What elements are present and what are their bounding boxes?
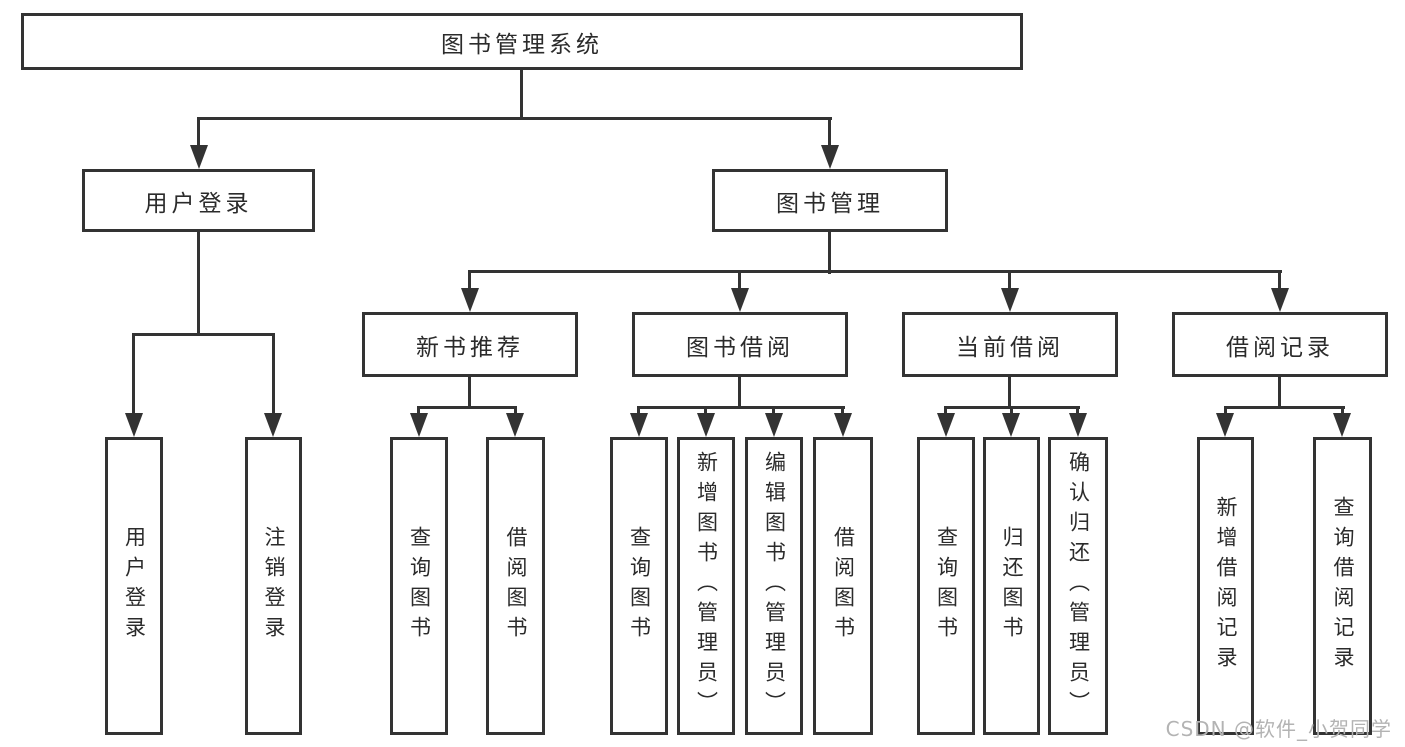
connector-line: [1076, 408, 1079, 416]
connector-line: [1278, 377, 1281, 409]
arrow-down-icon: [630, 413, 648, 437]
connector-line: [944, 406, 1080, 409]
connector-line: [197, 232, 200, 336]
leaf-logout-label: 注销登录: [262, 526, 287, 646]
node-user-login: 用户登录: [82, 169, 315, 232]
leaf-edit-books-admin: 编辑图书（管理员）: [745, 437, 803, 735]
arrow-down-icon: [125, 413, 143, 437]
arrow-down-icon: [1069, 413, 1087, 437]
node-book-borrow-label: 图书借阅: [686, 334, 794, 361]
connector-line: [841, 408, 844, 416]
node-root: 图书管理系统: [21, 13, 1023, 70]
leaf-borrow-books: 借阅图书: [813, 437, 873, 735]
leaf-confirm-return-admin: 确认归还（管理员）: [1048, 437, 1108, 735]
arrow-down-icon: [1001, 288, 1019, 312]
leaf-edit-books-admin-label: 编辑图书（管理员）: [762, 451, 787, 721]
connector-line: [772, 408, 775, 416]
connector-line: [704, 408, 707, 416]
connector-line: [944, 408, 947, 416]
connector-line: [1008, 377, 1011, 409]
connector-line: [514, 408, 517, 416]
node-user-login-label: 用户登录: [144, 190, 253, 217]
node-current-borrow-label: 当前借阅: [956, 334, 1064, 361]
leaf-return-books: 归还图书: [983, 437, 1040, 735]
node-new-book-recommend-label: 新书推荐: [416, 334, 524, 361]
connector-line: [468, 270, 1282, 273]
arrow-down-icon: [1271, 288, 1289, 312]
node-borrow-records: 借阅记录: [1172, 312, 1388, 377]
connector-line: [1278, 272, 1281, 292]
leaf-user-login-label: 用户登录: [122, 526, 147, 646]
arrow-down-icon: [731, 288, 749, 312]
connector-line: [1010, 408, 1013, 416]
connector-line: [132, 333, 275, 336]
leaf-recommend-query-books: 查询图书: [390, 437, 448, 735]
connector-line: [828, 118, 831, 148]
arrow-down-icon: [834, 413, 852, 437]
leaf-recommend-query-books-label: 查询图书: [407, 526, 432, 646]
node-book-management-label: 图书管理: [776, 190, 884, 217]
arrow-down-icon: [937, 413, 955, 437]
connector-line: [417, 406, 517, 409]
connector-line: [738, 272, 741, 292]
leaf-logout: 注销登录: [245, 437, 302, 735]
arrow-down-icon: [410, 413, 428, 437]
connector-line: [637, 408, 640, 416]
node-new-book-recommend: 新书推荐: [362, 312, 578, 377]
leaf-query-borrow-record: 查询借阅记录: [1313, 437, 1372, 735]
arrow-down-icon: [264, 413, 282, 437]
arrow-down-icon: [506, 413, 524, 437]
connector-line: [132, 335, 135, 415]
leaf-confirm-return-admin-label: 确认归还（管理员）: [1066, 451, 1091, 721]
arrow-down-icon: [697, 413, 715, 437]
leaf-recommend-borrow-books: 借阅图书: [486, 437, 545, 735]
connector-line: [468, 272, 471, 292]
arrow-down-icon: [765, 413, 783, 437]
connector-line: [738, 377, 741, 409]
leaf-add-books-admin-label: 新增图书（管理员）: [694, 451, 719, 721]
leaf-current-query-books-label: 查询图书: [934, 526, 959, 646]
connector-line: [1341, 408, 1344, 416]
leaf-recommend-borrow-books-label: 借阅图书: [504, 526, 529, 646]
connector-line: [1224, 408, 1227, 416]
leaf-borrow-books-label: 借阅图书: [831, 526, 856, 646]
leaf-add-books-admin: 新增图书（管理员）: [677, 437, 735, 735]
connector-line: [468, 377, 471, 409]
node-root-label: 图书管理系统: [441, 31, 603, 58]
leaf-current-query-books: 查询图书: [917, 437, 975, 735]
leaf-return-books-label: 归还图书: [1000, 526, 1025, 646]
leaf-add-borrow-record-label: 新增借阅记录: [1214, 496, 1239, 676]
connector-line: [520, 70, 523, 119]
arrow-down-icon: [1216, 413, 1234, 437]
leaf-borrow-query-books: 查询图书: [610, 437, 668, 735]
arrow-down-icon: [1333, 413, 1351, 437]
node-book-management: 图书管理: [712, 169, 948, 232]
arrow-down-icon: [461, 288, 479, 312]
node-borrow-records-label: 借阅记录: [1226, 334, 1334, 361]
leaf-borrow-query-books-label: 查询图书: [627, 526, 652, 646]
arrow-down-icon: [821, 145, 839, 169]
arrow-down-icon: [190, 145, 208, 169]
connector-line: [1224, 406, 1345, 409]
arrow-down-icon: [1002, 413, 1020, 437]
connector-line: [197, 118, 200, 148]
node-book-borrow: 图书借阅: [632, 312, 848, 377]
connector-line: [1008, 272, 1011, 292]
connector-line: [417, 408, 420, 416]
leaf-query-borrow-record-label: 查询借阅记录: [1331, 496, 1356, 676]
connector-line: [272, 335, 275, 415]
connector-line: [637, 406, 845, 409]
connector-line: [828, 232, 831, 274]
leaf-user-login: 用户登录: [105, 437, 163, 735]
connector-line: [197, 117, 832, 120]
node-current-borrow: 当前借阅: [902, 312, 1118, 377]
leaf-add-borrow-record: 新增借阅记录: [1197, 437, 1254, 735]
csdn-watermark: CSDN @软件_小贺同学: [1165, 717, 1392, 741]
